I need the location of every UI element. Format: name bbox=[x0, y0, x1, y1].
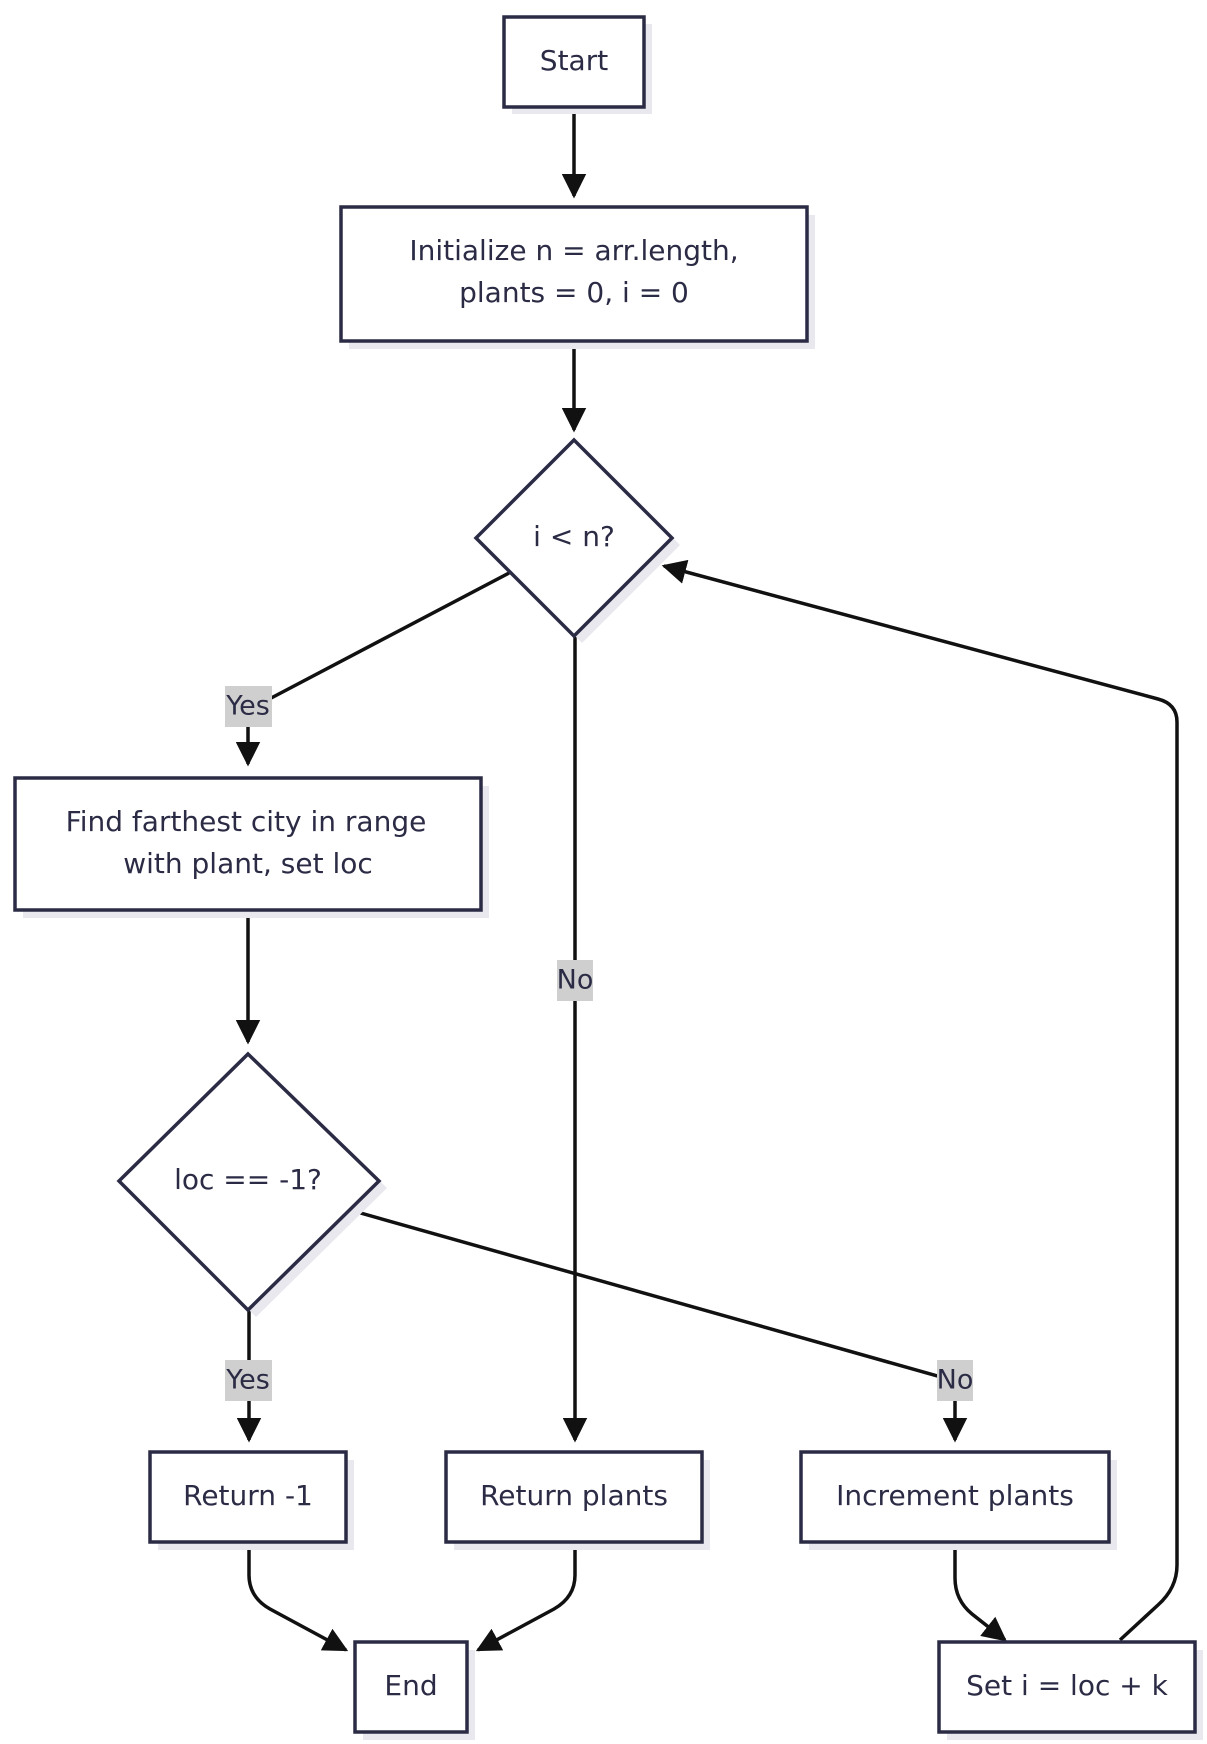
node-find: Find farthest city in range with plant, … bbox=[13, 776, 489, 918]
edge-cond-loc-no-to-inc bbox=[349, 1208, 968, 1443]
edge-label-cond-i-yes: Yes bbox=[225, 686, 272, 727]
edge-return-neg-to-end bbox=[247, 1542, 349, 1652]
node-find-label-line2: with plant, set loc bbox=[123, 847, 373, 880]
edge-return-plants-to-end bbox=[475, 1542, 577, 1652]
node-start-label: Start bbox=[540, 44, 608, 77]
node-cond-i-label: i < n? bbox=[533, 520, 615, 553]
node-cond-i: i < n? bbox=[473, 437, 680, 643]
edge-label-cond-i-no: No bbox=[557, 960, 594, 1001]
node-cond-loc-label: loc == -1? bbox=[174, 1163, 322, 1196]
edge-set-i-to-cond-i bbox=[661, 559, 1179, 1642]
node-init-label-line1: Initialize n = arr.length, bbox=[409, 234, 738, 267]
node-return-neg-label: Return -1 bbox=[183, 1479, 313, 1512]
node-set-i: Set i = loc + k bbox=[937, 1640, 1203, 1740]
edge-label-cond-loc-yes-text: Yes bbox=[225, 1365, 270, 1396]
edge-cond-i-yes-to-find bbox=[235, 571, 510, 767]
node-find-label-line1: Find farthest city in range bbox=[66, 805, 427, 838]
node-cond-loc: loc == -1? bbox=[116, 1051, 387, 1317]
node-increment: Increment plants bbox=[799, 1450, 1117, 1550]
node-set-i-label: Set i = loc + k bbox=[966, 1669, 1168, 1702]
node-return-plants-label: Return plants bbox=[480, 1479, 668, 1512]
node-increment-label: Increment plants bbox=[836, 1479, 1074, 1512]
node-start: Start bbox=[502, 15, 652, 114]
node-return-neg: Return -1 bbox=[148, 1450, 354, 1550]
node-end-label: End bbox=[384, 1669, 437, 1702]
edge-label-cond-i-yes-text: Yes bbox=[225, 691, 270, 722]
node-return-plants: Return plants bbox=[444, 1450, 710, 1550]
edge-label-cond-i-no-text: No bbox=[557, 965, 594, 996]
node-init-label-line2: plants = 0, i = 0 bbox=[459, 276, 689, 309]
node-end: End bbox=[353, 1640, 475, 1740]
node-init: Initialize n = arr.length, plants = 0, i… bbox=[339, 205, 815, 349]
edge-label-cond-loc-yes: Yes bbox=[225, 1360, 272, 1401]
edge-label-cond-loc-no-text: No bbox=[937, 1365, 974, 1396]
edge-inc-to-set-i bbox=[953, 1542, 1007, 1642]
edge-label-cond-loc-no: No bbox=[937, 1360, 974, 1401]
